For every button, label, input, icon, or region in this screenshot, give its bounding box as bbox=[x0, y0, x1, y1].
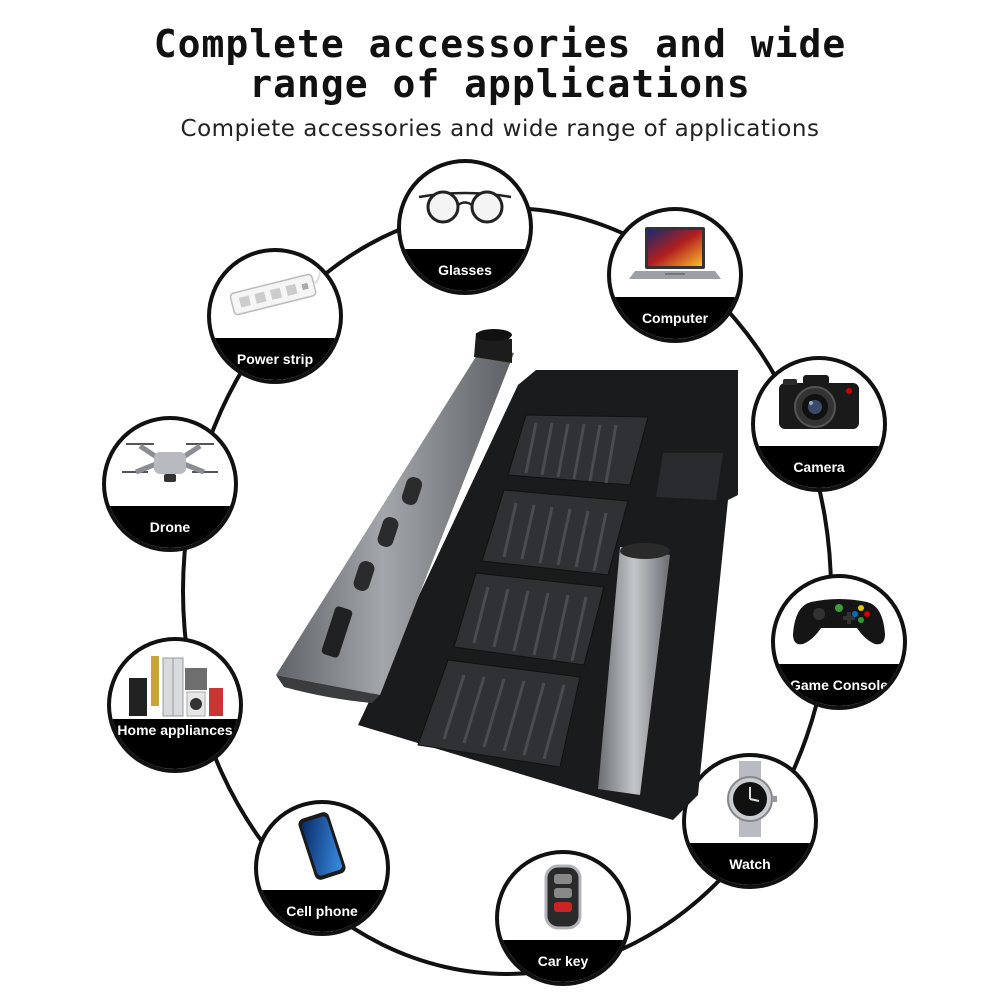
application-power-strip: Power strip bbox=[207, 248, 343, 384]
application-label: Cell phone bbox=[258, 890, 386, 932]
car-key-icon bbox=[499, 854, 627, 938]
drone-icon bbox=[106, 420, 234, 504]
watch-icon bbox=[686, 757, 814, 841]
page-title-line-2: range of applications bbox=[249, 62, 751, 106]
phone-icon bbox=[258, 804, 386, 888]
appliances-icon bbox=[111, 641, 239, 725]
application-label: Home appliances bbox=[111, 719, 239, 769]
application-label: Game Console bbox=[775, 664, 903, 706]
application-label: Power strip bbox=[211, 338, 339, 380]
application-label: Car key bbox=[499, 940, 627, 982]
laptop-icon bbox=[611, 211, 739, 295]
page-subtitle: Compiete accessories and wide range of a… bbox=[180, 116, 820, 142]
application-label: Glasses bbox=[401, 249, 529, 291]
application-glasses: Glasses bbox=[397, 159, 533, 295]
application-camera: Camera bbox=[751, 356, 887, 492]
application-cell-phone: Cell phone bbox=[254, 800, 390, 936]
camera-icon bbox=[755, 360, 883, 444]
application-label: Drone bbox=[106, 506, 234, 548]
application-computer: Computer bbox=[607, 207, 743, 343]
application-car-key: Car key bbox=[495, 850, 631, 986]
gamepad-icon bbox=[775, 578, 903, 662]
application-drone: Drone bbox=[102, 416, 238, 552]
application-watch: Watch bbox=[682, 753, 818, 889]
application-home-appliances: Home appliances bbox=[107, 637, 243, 773]
page-title-line-1: Complete accessories and wide bbox=[153, 22, 847, 66]
screwdriver-set-icon bbox=[276, 329, 738, 820]
application-label: Watch bbox=[686, 843, 814, 885]
application-label: Camera bbox=[755, 446, 883, 488]
application-game-console: Game Console bbox=[771, 574, 907, 710]
glasses-icon bbox=[401, 163, 529, 247]
power-strip-icon bbox=[211, 252, 339, 336]
application-label: Computer bbox=[611, 297, 739, 339]
